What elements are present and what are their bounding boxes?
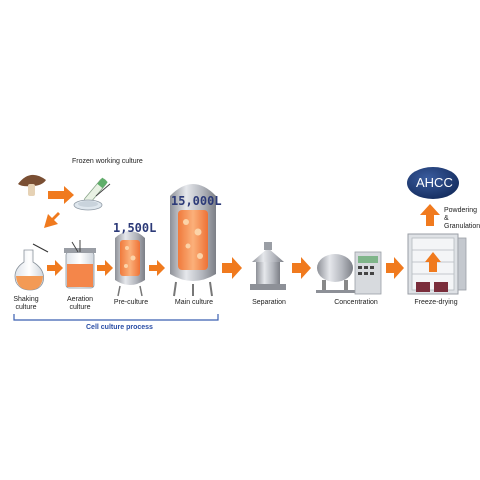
arrow-shaking-to-aeration [47,260,63,276]
main-culture-tank-icon [170,184,216,297]
powdering-granulation-label: Powdering & Granulation [444,207,480,230]
shaking-culture-label: Shaking culture [13,296,39,311]
centrifuge-icon [250,242,286,290]
ahcc-text: AHCC [416,175,453,190]
control-panel-icon [354,251,382,295]
arrow-separation-to-concentration [292,257,311,279]
main-culture-label: Main culture [174,299,214,306]
process-bracket [13,314,219,321]
freeze-drying-label: Freeze-drying [414,299,458,306]
separation-label: Separation [252,299,286,306]
evaporator-icon [316,254,356,293]
arrow-aeration-to-pre [97,260,113,276]
inoculation-loop-icon [95,183,111,197]
arrow-main-to-separation [222,257,242,279]
freeze-dryer-icon [407,233,467,295]
main-culture-volume: 15,000L [171,194,222,208]
ahcc-badge [407,167,459,199]
pre-culture-label: Pre-culture [113,299,149,306]
arrow-to-culture [48,186,74,204]
cell-culture-process-label: Cell culture process [86,324,153,331]
arrow-concentration-to-freeze [386,257,404,279]
pre-culture-tank-icon [115,231,145,297]
concentration-label: Concentration [334,299,378,306]
aeration-jar-icon [64,240,96,289]
arrow-pre-to-main [149,260,165,276]
petri-dish-icon [73,199,103,211]
aeration-culture-label: Aeration culture [66,296,94,311]
arrow-down-left [44,212,60,228]
frozen-working-culture-label: Frozen working culture [72,158,143,165]
shaking-flask-icon [14,243,49,291]
mushroom-icon [18,174,46,196]
pre-culture-volume: 1,500L [113,221,157,235]
arrow-up-to-ahcc [420,204,440,226]
